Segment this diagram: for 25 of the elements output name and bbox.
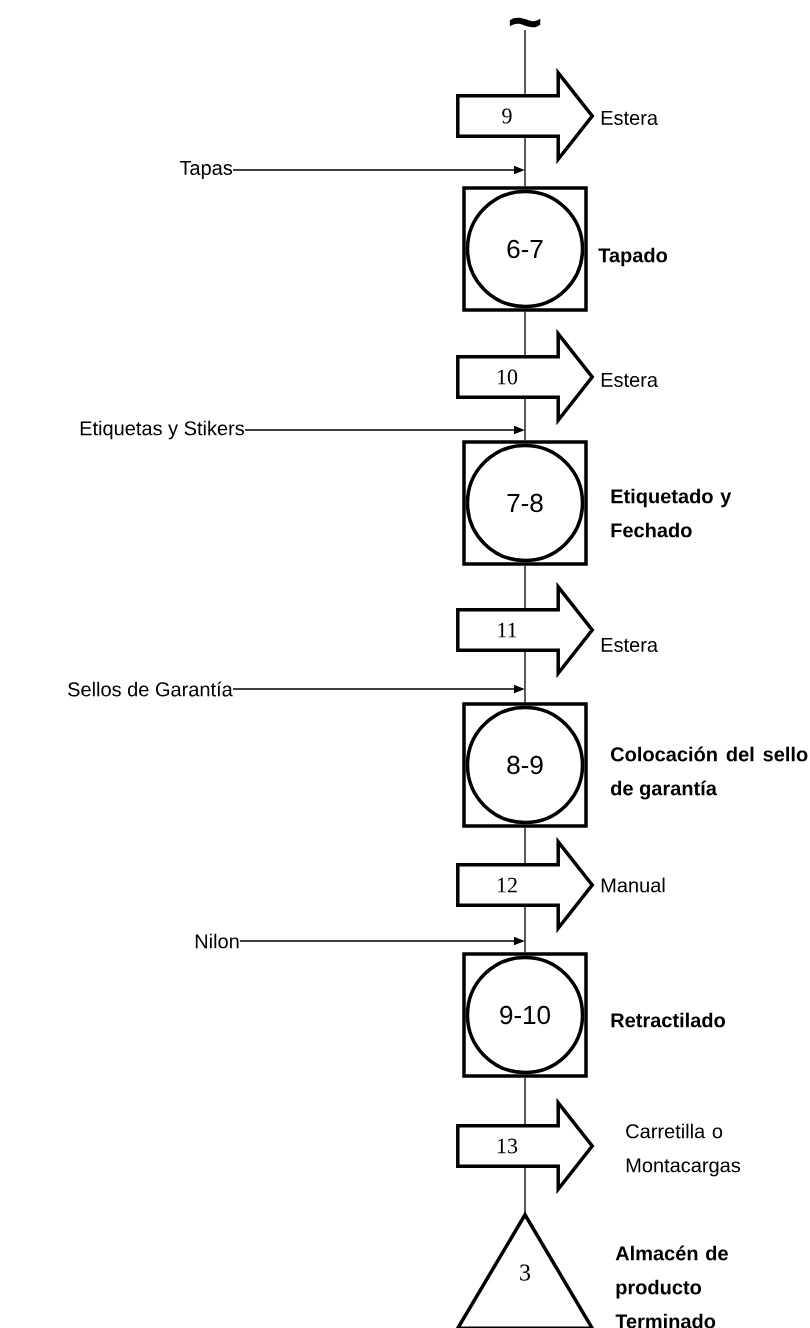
step-label: Estera — [601, 111, 658, 125]
step-label: Almacén de producto Terminado — [615, 1245, 728, 1328]
step-label: Retractilado — [611, 1012, 725, 1028]
input-label: Etiquetas y Stikers — [80, 420, 245, 440]
flow-line — [524, 565, 526, 611]
flow-line — [524, 904, 526, 953]
flow-line — [524, 1077, 526, 1127]
step-label: Colocación del sello de garantía — [611, 746, 808, 800]
flow-line — [524, 135, 526, 187]
input-label: Tapas — [179, 161, 233, 179]
flow-line — [524, 311, 526, 358]
step-label: Estera — [601, 373, 658, 387]
break-symbol: ~ — [509, 17, 541, 28]
step-label: Tapado — [598, 247, 668, 267]
input-label: Nilon — [195, 933, 239, 949]
flow-line — [524, 396, 526, 441]
step-label: Manual — [601, 877, 665, 893]
step-label: Estera — [601, 638, 658, 652]
input-label: Sellos de Garantía — [68, 681, 233, 697]
flow-line — [524, 29, 526, 97]
flow-line — [524, 1165, 526, 1216]
step-label: Carretilla o Montacargas — [626, 1123, 741, 1177]
step-label: Etiquetado y Fechado — [611, 488, 732, 538]
flow-line — [524, 649, 526, 703]
flow-line — [524, 827, 526, 866]
